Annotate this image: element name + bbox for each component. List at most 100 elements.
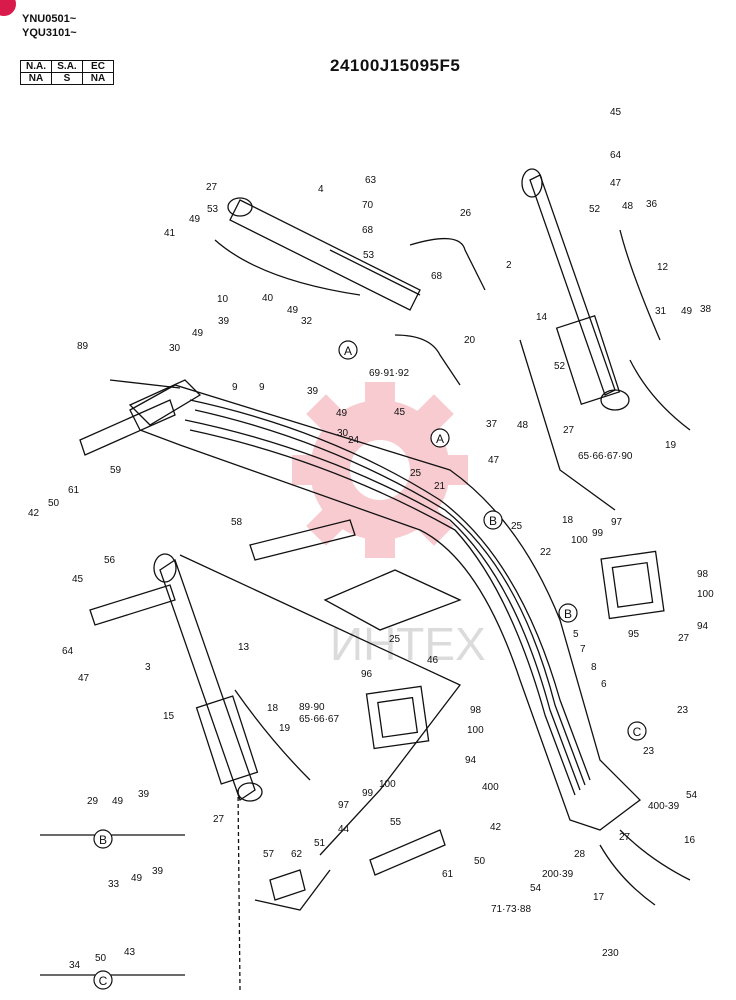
marker-a2-circle xyxy=(430,428,450,448)
part-label: 36 xyxy=(646,199,658,210)
part-label: 54 xyxy=(530,883,542,894)
part-label: 5 xyxy=(573,629,579,640)
part-label: 28 xyxy=(574,849,586,860)
part-label: 39 xyxy=(138,789,150,800)
part-label: 10 xyxy=(217,294,229,305)
detail-markers xyxy=(93,340,647,990)
part-label: 3 xyxy=(145,662,151,673)
part-label: 30 xyxy=(169,343,181,354)
marker-c-legend: C xyxy=(99,974,108,988)
part-label: 41 xyxy=(164,228,176,239)
part-label: 94 xyxy=(697,621,709,632)
part-label: 51 xyxy=(314,838,326,849)
marker-a2: A xyxy=(436,432,444,446)
boom-cylinder-4 xyxy=(229,199,421,311)
part-label: 25 xyxy=(389,634,401,645)
part-label: 7 xyxy=(580,644,586,655)
arm-cylinder-2 xyxy=(529,174,616,396)
part-label: 55 xyxy=(390,817,402,828)
part-label: 27 xyxy=(213,814,225,825)
part-label: 21 xyxy=(434,481,446,492)
part-label: 70 xyxy=(362,200,374,211)
part-label: 96 xyxy=(361,669,373,680)
part-label: 61 xyxy=(442,869,454,880)
boom-hose-1 xyxy=(189,399,591,781)
part-label: 99 xyxy=(362,788,374,799)
part-label: 15 xyxy=(163,711,175,722)
part-label: 49 xyxy=(112,796,124,807)
part-number-title: 24100J15095F5 xyxy=(330,56,461,75)
bucket-cylinder-3 xyxy=(159,558,256,802)
serial-range-2: YQU3101~ xyxy=(22,27,77,39)
part-label: 12 xyxy=(657,262,669,273)
part-label: 45 xyxy=(610,107,622,118)
part-label: 94 xyxy=(465,755,477,766)
cover-96 xyxy=(365,685,430,750)
part-label: 100 xyxy=(379,779,396,790)
part-label: 38 xyxy=(700,304,712,315)
part-label: 49 xyxy=(192,328,204,339)
part-label: 48 xyxy=(622,201,634,212)
part-label: 8 xyxy=(591,662,597,673)
part-label: 99 xyxy=(592,528,604,539)
part-label: 69·91·92 xyxy=(369,368,409,379)
part-label: 27 xyxy=(563,425,575,436)
part-label: 27 xyxy=(678,633,690,644)
marker-b-circle xyxy=(483,510,503,530)
part-label: 59 xyxy=(110,465,122,476)
part-label: 68 xyxy=(362,225,374,236)
part-label: 46 xyxy=(427,655,439,666)
part-label: 26 xyxy=(460,208,472,219)
pin-59 xyxy=(79,399,176,456)
boom-hose-2 xyxy=(194,409,586,786)
cover-95 xyxy=(600,550,665,620)
watermark-gear-icon xyxy=(292,382,468,558)
part-label: 40 xyxy=(262,293,274,304)
class-value-na: NA xyxy=(20,72,52,85)
part-label: 47 xyxy=(610,178,622,189)
part-label: 53 xyxy=(207,204,219,215)
part-label: 45 xyxy=(72,574,84,585)
part-label: 54 xyxy=(686,790,698,801)
part-label: 49 xyxy=(287,305,299,316)
pin-57 xyxy=(269,869,306,901)
class-value-ec: NA xyxy=(82,72,114,85)
part-label: 37 xyxy=(486,419,498,430)
boom-hose-4 xyxy=(189,429,576,796)
part-label: 13 xyxy=(238,642,250,653)
pin-58 xyxy=(249,519,356,561)
part-label: 47 xyxy=(488,455,500,466)
part-label: 57 xyxy=(263,849,275,860)
marker-b: B xyxy=(489,514,497,528)
part-label: 9 xyxy=(232,382,238,393)
part-label: 49 xyxy=(336,408,348,419)
part-label: 50 xyxy=(95,953,107,964)
part-label: 27 xyxy=(206,182,218,193)
serial-range-1: YNU0501~ xyxy=(22,13,77,25)
part-label: 100 xyxy=(571,535,588,546)
part-label: 42 xyxy=(490,822,502,833)
hose-18-arm xyxy=(519,339,616,511)
part-label: 50 xyxy=(48,498,60,509)
part-label: 97 xyxy=(338,800,350,811)
part-label: 42 xyxy=(28,508,40,519)
marker-c: C xyxy=(633,725,642,739)
part-label: 32 xyxy=(301,316,313,327)
part-label: 49 xyxy=(189,214,201,225)
part-label: 27 xyxy=(619,832,631,843)
hose-20 xyxy=(394,334,461,386)
hose-17 xyxy=(599,844,656,906)
part-label: 98 xyxy=(470,705,482,716)
part-label: 49 xyxy=(131,873,143,884)
hose-19-arm xyxy=(629,359,691,431)
part-label: 18 xyxy=(267,703,279,714)
part-label: 25 xyxy=(511,521,523,532)
part-label: 100 xyxy=(467,725,484,736)
part-label: 17 xyxy=(593,892,605,903)
corner-badge-icon xyxy=(0,0,16,16)
pin-55 xyxy=(369,829,446,876)
part-label: 62 xyxy=(291,849,303,860)
part-label: 39 xyxy=(152,866,164,877)
part-label: 48 xyxy=(517,420,529,431)
